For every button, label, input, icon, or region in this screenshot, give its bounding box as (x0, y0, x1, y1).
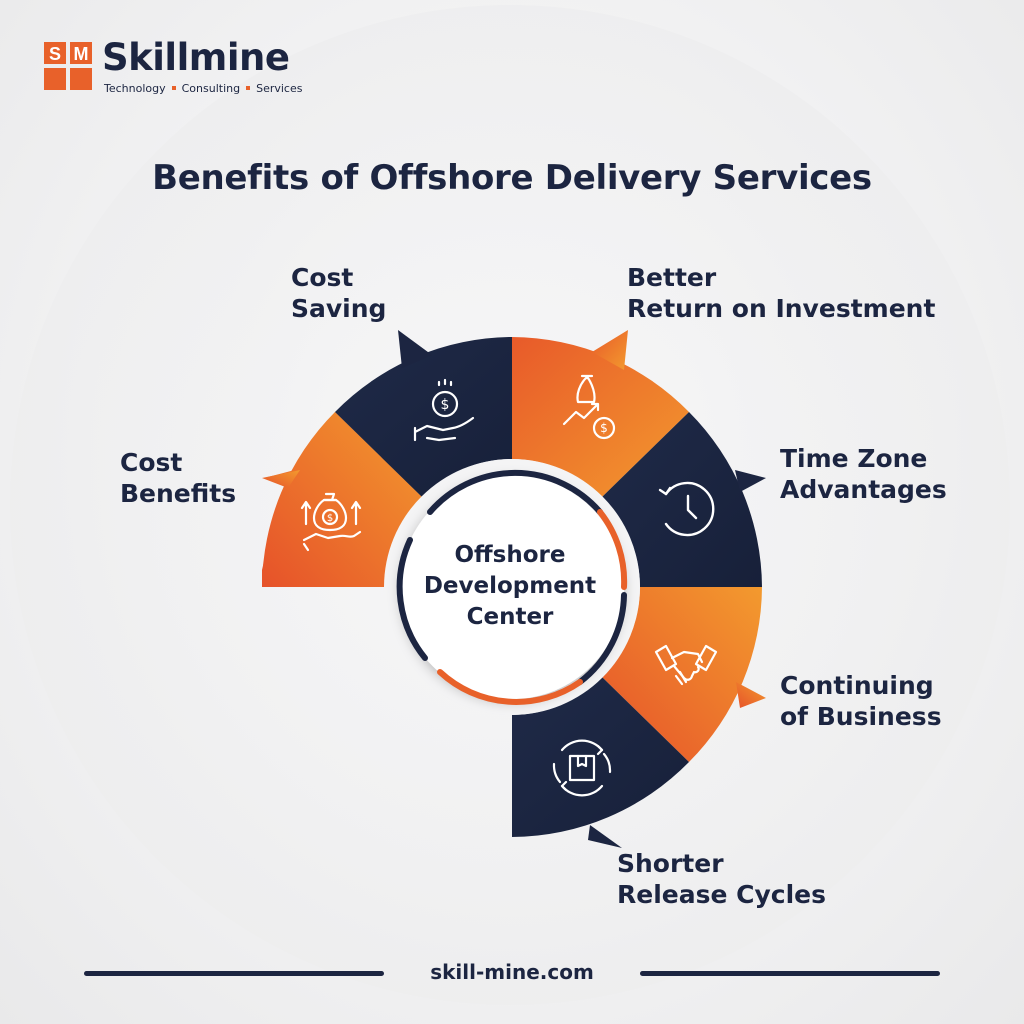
segment-cost-saving (335, 330, 512, 497)
coin-hand-icon: $ (413, 378, 475, 442)
segment-shorter-release (512, 677, 689, 848)
label-line: Time Zone (780, 444, 928, 473)
money-bag-growth-icon: $ (562, 374, 616, 440)
center-line: Offshore (454, 542, 566, 568)
svg-text:$: $ (327, 513, 333, 524)
footer-divider-left (84, 971, 384, 976)
tagline-item: Consulting (181, 82, 241, 95)
label-line: Better (627, 263, 717, 292)
segment-better-roi (512, 330, 689, 497)
center-circle (400, 475, 624, 699)
logo-letter-m: M (74, 44, 89, 64)
tagline-dot (171, 86, 176, 90)
label-line: Shorter (617, 849, 724, 878)
label-line: of Business (780, 702, 942, 731)
center-line: Center (466, 604, 554, 630)
label-line: Benefits (120, 479, 237, 508)
logo-mark-icon: S M (44, 42, 92, 90)
footer-url[interactable]: skill-mine.com (430, 960, 594, 984)
label-line: Release Cycles (617, 880, 827, 909)
label-shorter-release: Shorter Release Cycles (617, 848, 826, 910)
label-line: Cost (291, 263, 354, 292)
money-bag-hand-icon: $ (300, 492, 362, 552)
label-better-roi: Better Return on Investment (627, 262, 935, 324)
brand-name: Skillmine (102, 36, 290, 79)
brand-tagline: Technology Consulting Services (104, 82, 302, 95)
label-line: Saving (291, 294, 387, 323)
label-line: Cost (120, 448, 183, 477)
tagline-dot (246, 86, 251, 90)
label-time-zone: Time Zone Advantages (780, 443, 947, 505)
label-line: Advantages (780, 475, 947, 504)
label-cost-saving: Cost Saving (291, 262, 386, 324)
tagline-item: Technology (104, 82, 166, 95)
center-label: Offshore Development Center (410, 540, 610, 633)
logo-letter-s: S (49, 44, 61, 64)
footer-divider-right (640, 971, 940, 976)
svg-text:$: $ (441, 397, 450, 413)
tagline-item: Services (256, 82, 303, 95)
box-cycle-icon (552, 739, 612, 797)
label-line: Continuing (780, 671, 934, 700)
page-title: Benefits of Offshore Delivery Services (152, 158, 872, 198)
clock-icon (658, 481, 715, 537)
label-continuing-business: Continuing of Business (780, 670, 942, 732)
segment-cost-benefits (262, 412, 422, 587)
segment-time-zone (602, 412, 766, 587)
handshake-icon (654, 644, 718, 686)
label-cost-benefits: Cost Benefits (120, 447, 236, 509)
label-line: Return on Investment (627, 294, 936, 323)
svg-text:$: $ (600, 421, 608, 435)
center-line: Development (423, 573, 597, 599)
